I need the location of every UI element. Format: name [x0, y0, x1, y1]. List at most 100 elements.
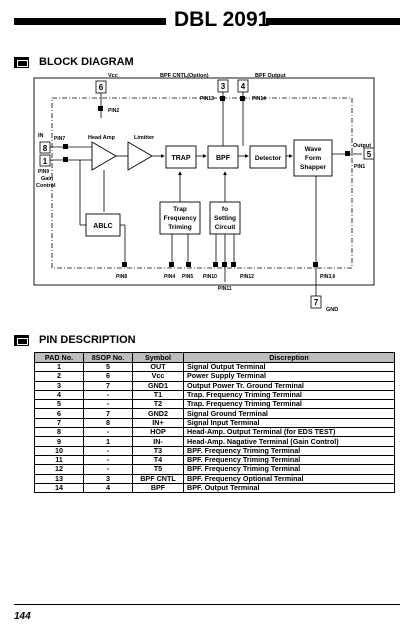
col-8sop: 8SOP No. [83, 352, 133, 363]
description-cell: BPF. Frequency Triming Terminal [183, 454, 395, 466]
pin-number-6: 6 [99, 83, 104, 92]
pad-no-cell: 6 [34, 408, 84, 419]
footer-rule [14, 604, 400, 605]
pad-no-cell: 14 [34, 482, 84, 494]
table-header-row: PAD No. 8SOP No. Symbol Discreption [34, 352, 395, 363]
header-bar-left [14, 18, 166, 25]
label-pin2: PIN2 [108, 108, 119, 114]
block-diagram: Vcc BPF CNTL(Option) BPF Output PIN13 PI… [33, 73, 375, 313]
label-gain: Gain [41, 176, 54, 182]
symbol-cell: GND1 [132, 380, 184, 391]
label-bpf-output: BPF Output [255, 73, 286, 79]
pin-number-8: 8 [43, 144, 48, 153]
description-cell: Output Power Tr. Ground Terminal [183, 380, 395, 391]
symbol-cell: T5 [132, 464, 184, 475]
sop-no-cell: 7 [83, 408, 133, 419]
sop-no-cell: - [83, 389, 133, 401]
symbol-cell: BPF CNTL [132, 473, 184, 484]
label-bpf-cntl: BPF CNTL(Option) [160, 73, 209, 79]
description-cell: Trap. Frequency Triming Terminal [183, 399, 395, 410]
symbol-cell: T1 [132, 389, 184, 401]
pad-no-cell: 9 [34, 436, 84, 447]
bpf-label: BPF [216, 155, 231, 162]
wave-label-2: Form [305, 155, 321, 162]
pin-box-8 [39, 141, 51, 154]
col-pad: PAD No. [34, 352, 84, 363]
label-pin12: PIN12 [240, 274, 254, 280]
label-pin13: PIN13 [200, 96, 214, 102]
sop-no-cell: 6 [83, 371, 133, 382]
sop-no-cell: - [83, 427, 133, 438]
symbol-cell: IN- [132, 436, 184, 447]
symbol-cell: HOP [132, 427, 184, 438]
trap-block [165, 145, 197, 169]
label-pin9: PIN9 [38, 169, 49, 175]
label-head-amp: Head Amp [88, 135, 116, 141]
trap-label: TRAP [171, 155, 190, 162]
wave-label-1: Wave [305, 146, 322, 153]
description-cell: Head-Amp. Output Terminal (for EDS TEST) [183, 427, 395, 438]
pad-no-cell: 10 [34, 445, 84, 456]
label-pin36: PIN3,6 [320, 274, 336, 280]
sop-no-cell: - [83, 445, 133, 456]
label-pin1: PIN1 [354, 164, 365, 170]
sop-no-cell: 1 [83, 436, 133, 447]
label-pin14: PIN14 [252, 96, 266, 102]
symbol-cell: GND2 [132, 408, 184, 419]
symbol-cell: Vcc [132, 371, 184, 382]
document-title: DBL 2091 [174, 8, 270, 31]
pin-number-5: 5 [367, 150, 372, 159]
header-bar-right [266, 18, 400, 25]
tft-label-1: Trap [173, 206, 187, 213]
label-pin7: PIN7 [54, 136, 65, 142]
description-cell: Trap. Frequency Triming Terminal [183, 389, 395, 401]
diagram-frame [33, 77, 375, 286]
sop-no-cell: - [83, 399, 133, 410]
wave-form-shapper-block [293, 139, 333, 177]
pin-number-7: 7 [314, 298, 319, 307]
symbol-cell: T2 [132, 399, 184, 410]
ablc-label: ABLC [93, 223, 112, 230]
col-symbol: Symbol [132, 352, 184, 363]
section-icon [14, 334, 29, 346]
wave-label-3: Shapper [300, 164, 326, 171]
detector-block [249, 145, 287, 169]
pad-no-cell: 3 [34, 380, 84, 391]
symbol-cell: T3 [132, 445, 184, 456]
sop-no-cell: - [83, 464, 133, 475]
label-pin10: PIN10 [203, 274, 217, 280]
fo-label-3: Circuit [215, 224, 236, 231]
description-cell: BPF. Output Terminal [183, 482, 395, 494]
limitter-symbol [127, 141, 153, 171]
pad-no-cell: 2 [34, 371, 84, 382]
description-cell: Head-Amp. Nagative Terminal (Gain Contro… [183, 436, 395, 447]
label-pin11: PIN11 [218, 286, 232, 292]
page-header: DBL 2091 [14, 8, 400, 32]
description-cell: Power Supply Terminal [183, 371, 395, 382]
label-pin4: PIN4 [164, 274, 175, 280]
label-in: IN [38, 133, 44, 139]
chip-boundary [51, 97, 353, 269]
label-vcc: Vcc [108, 73, 118, 79]
pad-no-cell: 7 [34, 417, 84, 429]
block-diagram-heading: BLOCK DIAGRAM [14, 56, 134, 68]
pin-box-5 [363, 147, 375, 160]
description-cell: BPF. Frequency Optional Terminal [183, 473, 395, 484]
tft-label-3: Triming [168, 224, 192, 231]
sop-no-cell: 3 [83, 473, 133, 484]
bpf-block [207, 145, 239, 169]
fo-label-1: fo [222, 206, 228, 213]
symbol-cell: T4 [132, 454, 184, 466]
description-cell: BPF. Frequency Triming Terminal [183, 464, 395, 475]
sop-no-cell: 7 [83, 380, 133, 391]
pad-no-cell: 8 [34, 427, 84, 438]
label-limitter: Limitter [134, 135, 155, 141]
pin-description-heading: PIN DESCRIPTION [14, 334, 136, 346]
